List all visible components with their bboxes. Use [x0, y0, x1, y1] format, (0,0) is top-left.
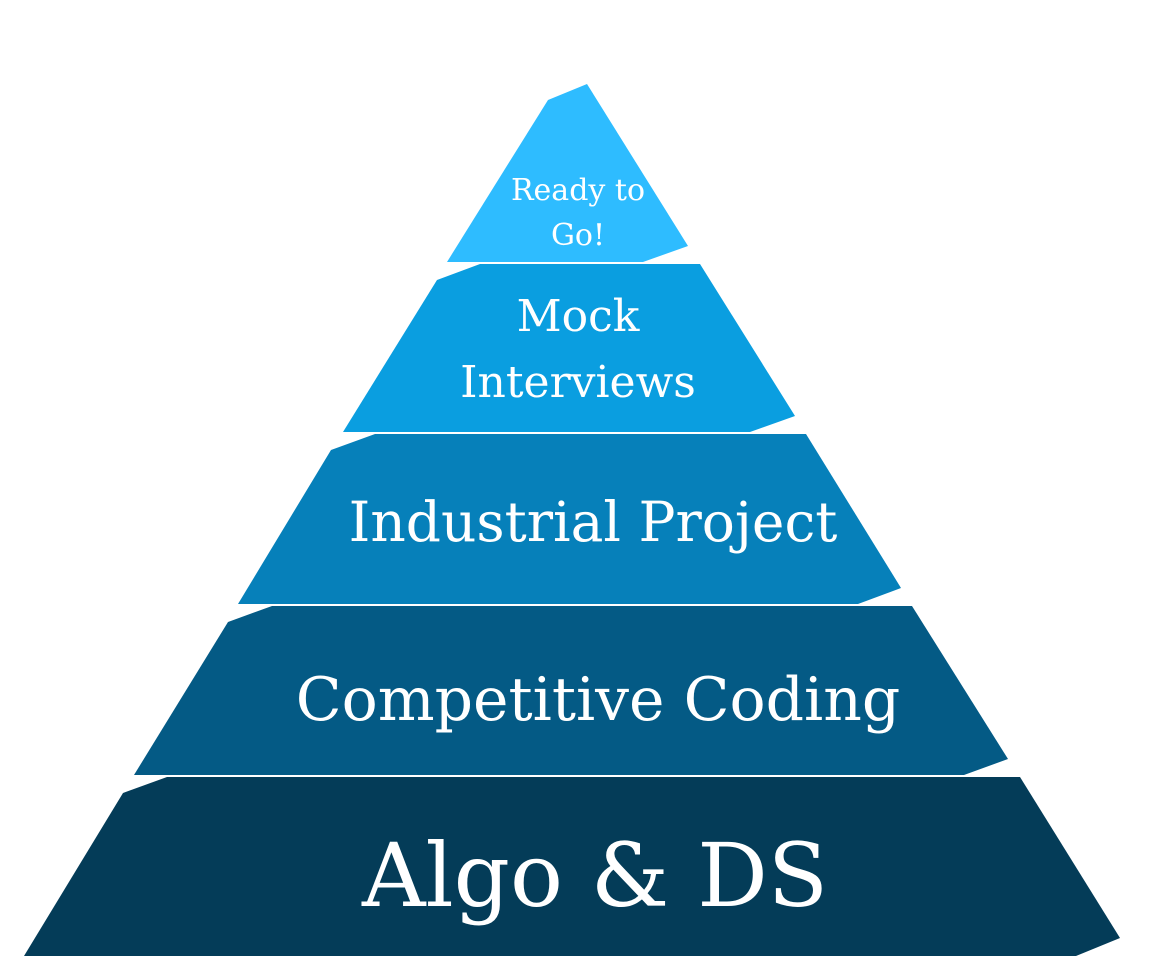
tier-competitive-coding: Competitive Coding [134, 606, 1008, 775]
tier-ready-to-go-label-line-1: Ready to [511, 173, 645, 208]
tier-mock-interviews-label-line-1: Mock [517, 291, 640, 342]
tier-algo-ds-label: Algo & DS [361, 824, 828, 927]
tier-competitive-coding-shape [134, 606, 1008, 775]
tier-algo-ds-shape [24, 777, 1120, 956]
tier-ready-to-go-shape [447, 84, 688, 262]
tier-industrial-project-shape [238, 434, 901, 604]
tier-ready-to-go-label-line-2: Go! [551, 218, 605, 253]
tier-ready-to-go: Ready to Go! [447, 84, 688, 262]
tier-competitive-coding-label: Competitive Coding [296, 665, 901, 735]
tier-mock-interviews-shape [343, 264, 795, 432]
tier-algo-ds: Algo & DS [24, 777, 1120, 956]
tier-mock-interviews: Mock Interviews [343, 264, 795, 432]
tier-industrial-project: Industrial Project [238, 434, 901, 604]
tier-industrial-project-label: Industrial Project [349, 490, 838, 554]
tier-mock-interviews-label-line-2: Interviews [460, 357, 696, 408]
